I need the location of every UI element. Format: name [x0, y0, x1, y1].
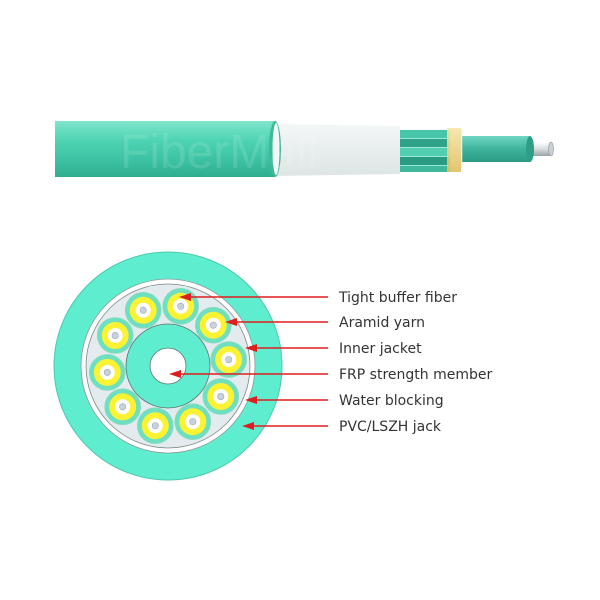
- fiber-core: [189, 418, 197, 426]
- tight-buffer-fiber-unit: [210, 341, 247, 378]
- inner-jacket-end: [526, 136, 534, 162]
- fiber-core: [151, 422, 159, 430]
- inner-jacket-side: [455, 136, 530, 162]
- tight-buffer-fiber-unit: [174, 403, 212, 441]
- callout-aramid-yarn: Aramid yarn: [225, 315, 425, 331]
- fiber-core: [209, 321, 217, 329]
- tight-buffer-fiber-unit: [96, 317, 134, 354]
- callout-pvc-lszh-jack: PVC/LSZH jack: [242, 419, 442, 435]
- label-water-blocking: Water blocking: [339, 393, 444, 409]
- tight-buffer-fiber-unit: [104, 388, 141, 426]
- outer-jacket-side: [55, 121, 275, 177]
- fiber-core: [139, 306, 147, 314]
- tight-buffer-fiber-unit: [162, 287, 199, 325]
- tight-buffer-fibers: [89, 287, 247, 445]
- arrowhead: [225, 318, 237, 326]
- tight-buffer-fiber-unit: [124, 291, 162, 329]
- tight-buffer-fiber-unit: [89, 354, 126, 391]
- water-blocking-wrap-side: [272, 124, 400, 176]
- label-pvc-lszh-jack: PVC/LSZH jack: [339, 419, 442, 435]
- callout-frp-strength-member: FRP strength member: [169, 367, 492, 383]
- cable-side-view: FiberMall: [55, 121, 554, 179]
- frp-rod-end: [548, 141, 554, 157]
- arrowhead: [245, 344, 257, 352]
- arrowhead: [169, 370, 181, 378]
- fiber-core: [217, 392, 225, 400]
- label-inner-jacket: Inner jacket: [339, 341, 422, 357]
- callout-inner-jacket: Inner jacket: [245, 341, 422, 357]
- tight-buffer-fibers-side: [400, 130, 450, 172]
- fiber-core: [225, 356, 233, 364]
- label-frp-strength-member: FRP strength member: [339, 367, 492, 383]
- fiber-core: [119, 403, 127, 411]
- cable-cross-section: [53, 251, 283, 481]
- fiber-core: [103, 368, 111, 376]
- fiber-core: [111, 331, 119, 339]
- label-aramid-yarn: Aramid yarn: [339, 315, 425, 331]
- frp-strength-member: [149, 347, 187, 385]
- callouts: Tight buffer fiber Aramid yarn Inner jac…: [169, 290, 492, 435]
- tight-buffer-fiber-unit: [195, 306, 232, 344]
- label-tight-buffer-fiber: Tight buffer fiber: [338, 290, 457, 306]
- tight-buffer-fiber-unit: [202, 378, 240, 415]
- callout-tight-buffer-fiber: Tight buffer fiber: [179, 290, 457, 306]
- fiber-core: [177, 302, 185, 310]
- aramid-yarn-side: [447, 128, 461, 172]
- arrowhead: [179, 293, 191, 301]
- callout-water-blocking: Water blocking: [245, 393, 444, 409]
- watermark: FiberMall: [120, 126, 317, 179]
- arrowhead: [245, 396, 257, 404]
- arrowhead: [242, 422, 254, 430]
- tight-buffer-fiber-unit: [137, 407, 174, 445]
